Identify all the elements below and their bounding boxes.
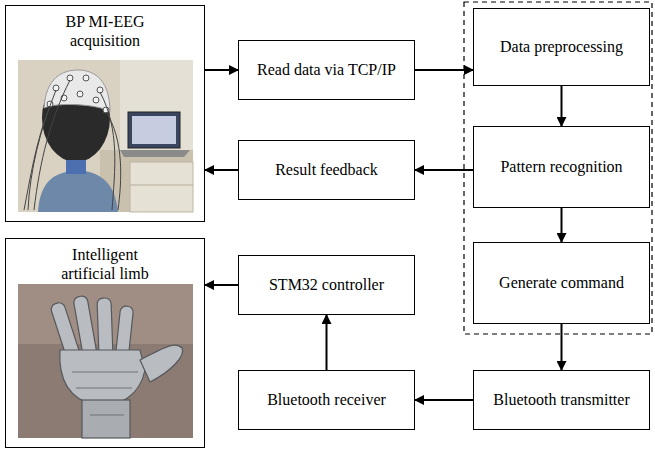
process-box: Generate command <box>473 242 650 324</box>
process-box: Data preprocessing <box>473 8 650 86</box>
process-box: Read data via TCP/IP <box>238 40 415 100</box>
arrow-connector <box>561 208 563 242</box>
prosthetic-hand-photo <box>18 284 193 438</box>
box-label: Generate command <box>499 273 624 292</box>
box-label: Bluetooth receiver <box>267 390 386 409</box>
process-box: Bluetooth receiver <box>238 370 415 430</box>
arrow-connector <box>415 169 473 171</box>
arrow-connector <box>205 284 238 286</box>
process-box: STM32 controller <box>238 255 415 315</box>
arrow-connector <box>326 315 328 370</box>
arrow-connector <box>561 324 563 370</box>
eeg-photo <box>18 60 193 212</box>
arrow-connector <box>205 69 238 71</box>
box-label: Intelligent artificial limb <box>45 245 165 447</box>
process-box: Result feedback <box>238 140 415 200</box>
photo-box: Intelligent artificial limb <box>5 238 205 448</box>
process-box: Pattern recognition <box>473 126 650 208</box>
arrow-connector <box>561 86 563 126</box>
process-box: Bluetooth transmitter <box>473 370 650 430</box>
box-label: Result feedback <box>275 160 378 179</box>
box-label: Data preprocessing <box>500 37 623 56</box>
box-label: BP MI-EEG acquisition <box>45 12 165 221</box>
arrow-connector <box>205 169 238 171</box>
box-label: Read data via TCP/IP <box>257 60 396 79</box>
box-label: Pattern recognition <box>500 157 622 176</box>
arrow-connector <box>415 69 473 71</box>
dashed-region <box>464 2 652 334</box>
arrow-connector <box>415 399 473 401</box>
photo-box: BP MI-EEG acquisition <box>5 5 205 222</box>
box-label: Bluetooth transmitter <box>493 390 629 409</box>
box-label: STM32 controller <box>269 275 384 294</box>
